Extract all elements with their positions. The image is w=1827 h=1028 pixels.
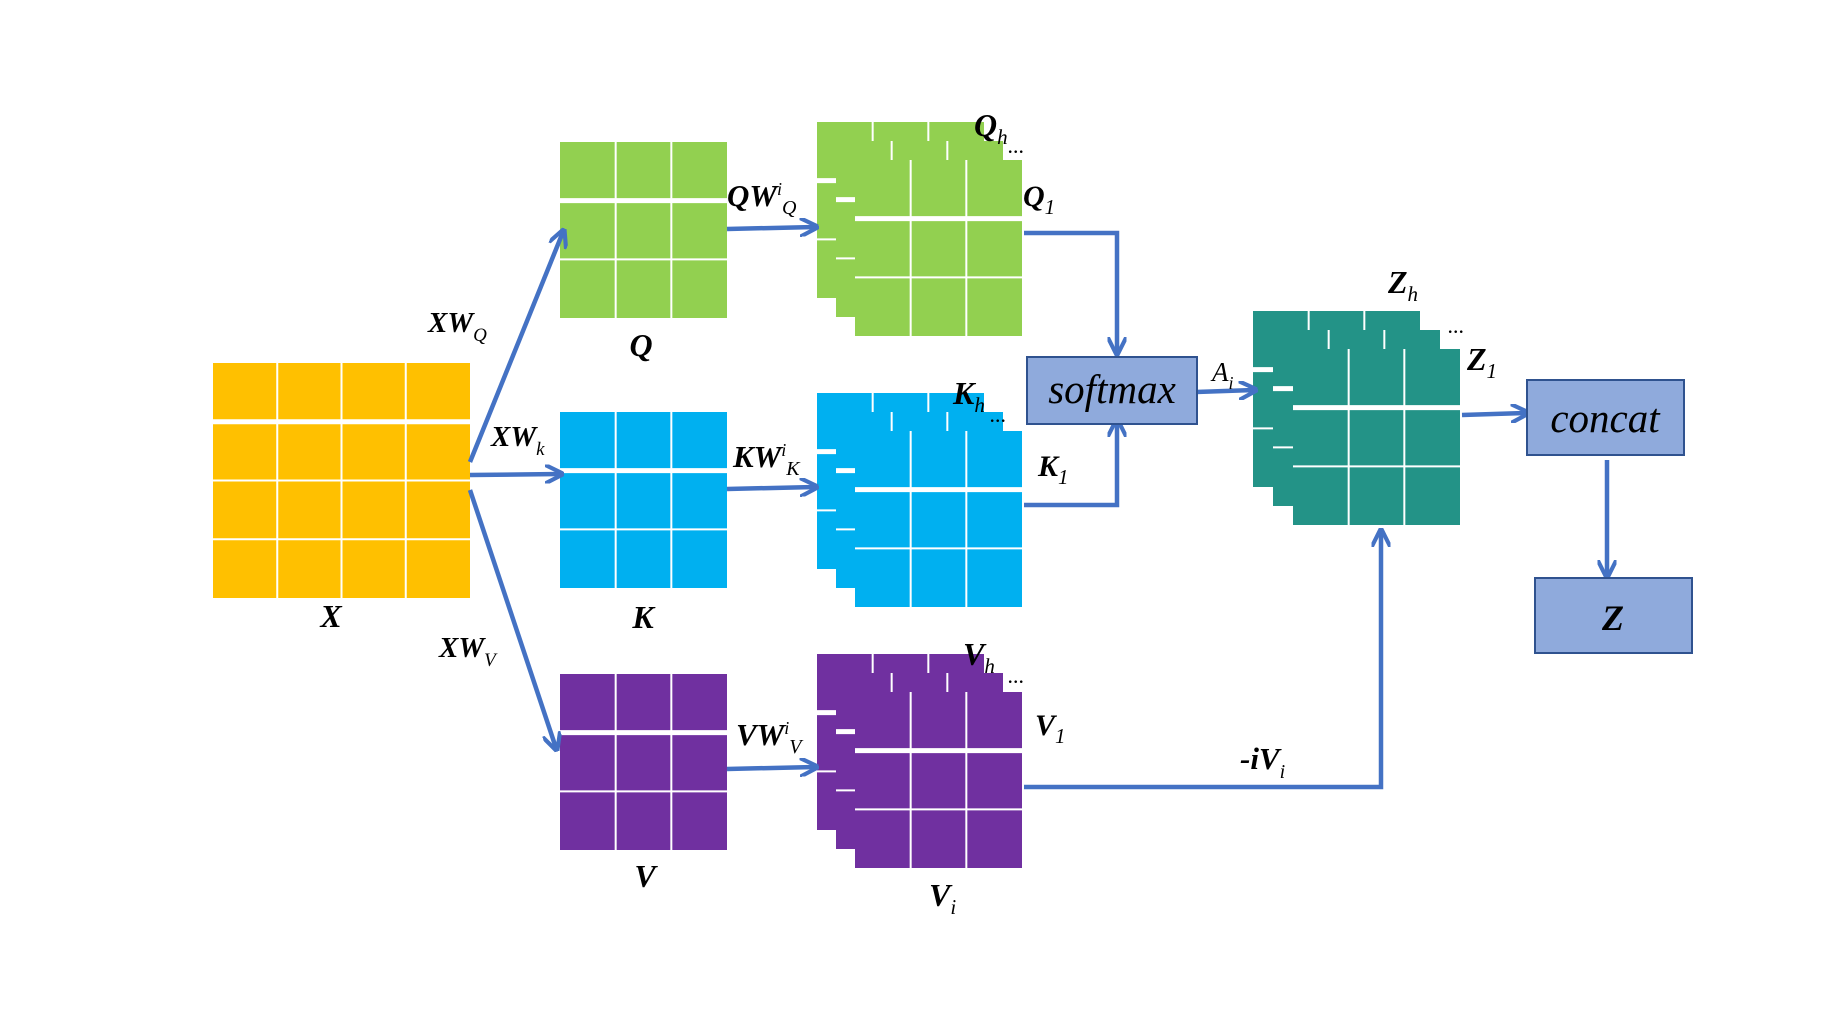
q-head-matrix-front [855, 160, 1022, 336]
arrow-v1-to-z [1024, 532, 1381, 790]
v-heads-ellipsis: ... [1008, 663, 1025, 688]
v-matrix-label: V [634, 858, 658, 894]
softmax-label: softmax [1048, 366, 1176, 412]
q-head-first-label: Q1 [1023, 180, 1055, 219]
z-heads-ellipsis: ... [1448, 313, 1465, 338]
x-matrix-label: X [319, 598, 342, 634]
ai-label: Ai [1210, 357, 1234, 393]
z-heads-stack [1253, 311, 1460, 525]
k-matrix [560, 412, 727, 588]
arrow-k1-to-softmax [1024, 422, 1117, 508]
arrow-q1-to-softmax [1024, 230, 1117, 352]
arrow-k-to-heads [726, 487, 815, 489]
vwv-label: VWiV [736, 717, 804, 758]
k-heads-stack [817, 393, 1022, 607]
arrow-v-to-heads [726, 767, 815, 769]
z-head-matrix-front [1293, 349, 1460, 525]
ivi-label: -iVi [1240, 741, 1285, 783]
m-qh1-fill [855, 160, 1022, 336]
output-label: Z [1601, 598, 1624, 638]
v-head-matrix-front [855, 692, 1022, 868]
xwk-label: XWk [490, 421, 545, 460]
kwk-label: KWiK [732, 439, 801, 480]
m-q-fill [560, 142, 727, 318]
q-heads-stack [817, 122, 1022, 336]
v-head-top-label: Vh [963, 636, 995, 678]
concat-box-rect [1526, 379, 1685, 456]
q-matrix-label: Q [629, 327, 652, 363]
k-heads-ellipsis: ... [990, 402, 1007, 427]
q-head-top-label: Qh [974, 107, 1008, 149]
arrow-x-to-v [467, 489, 556, 748]
k-matrix-label: K [631, 599, 656, 635]
m-k-fill [560, 412, 727, 588]
xwq-label: XWQ [427, 307, 487, 346]
v-head-bottom-label: Vi [929, 877, 956, 919]
softmax-box-rect [1026, 356, 1198, 425]
softmax-box: softmax [1026, 356, 1198, 425]
v-head-first-label: V1 [1035, 709, 1066, 748]
x-matrix [213, 363, 470, 598]
m-zh1-fill [1293, 349, 1460, 525]
arrow-x-to-q [467, 232, 563, 463]
output-box: Z [1534, 577, 1693, 654]
z-head-first-label: Z1 [1466, 341, 1497, 383]
output-box-rect [1534, 577, 1693, 654]
v-matrix [560, 674, 727, 850]
arrow-q-to-heads [726, 227, 815, 229]
k-head-top-label: Kh [952, 375, 985, 417]
k-head-matrix-front [855, 431, 1022, 607]
concat-label: concat [1550, 395, 1661, 441]
m-vh1-fill [855, 692, 1022, 868]
arrow-z-to-concat [1461, 413, 1526, 415]
k-head-first-label: K1 [1037, 450, 1069, 489]
qwq-label: QWiQ [727, 178, 797, 219]
arrow-softmax-to-z [1195, 390, 1254, 392]
q-heads-ellipsis: ... [1008, 133, 1025, 158]
z-head-top-label: Zh [1387, 264, 1418, 306]
m-kh1-fill [855, 431, 1022, 607]
q-matrix [560, 142, 727, 318]
v-heads-stack [817, 654, 1022, 868]
xwv-label: XWV [438, 632, 498, 671]
concat-box: concat [1526, 379, 1685, 456]
arrows [467, 227, 1607, 790]
arrow-x-to-k [469, 474, 560, 475]
m-v-fill [560, 674, 727, 850]
